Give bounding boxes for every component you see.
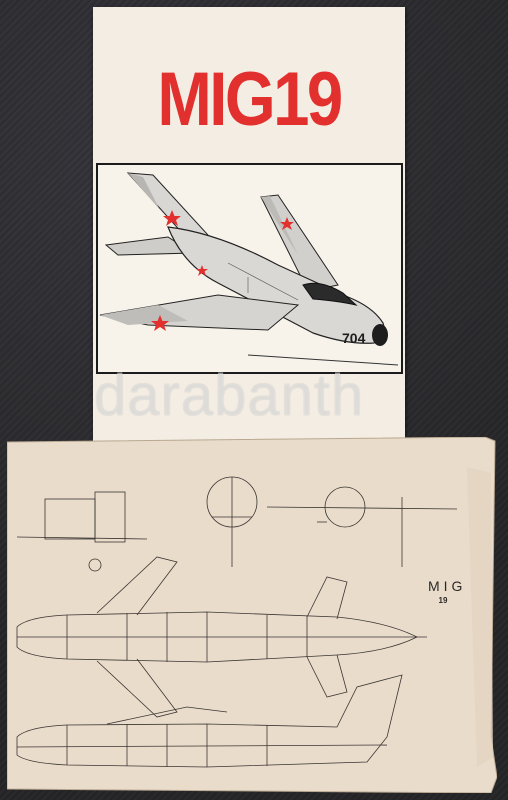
mig19-drawing: 704 <box>99 172 399 366</box>
aircraft-number: 704 <box>342 330 366 346</box>
construction-plan-sheet <box>7 437 497 793</box>
watermark: darabanth <box>94 363 365 428</box>
plan-label-number: 19 <box>438 596 448 605</box>
aircraft-illustration: 704 <box>96 163 403 374</box>
plan-sheet-label: MIG 19 <box>428 578 467 605</box>
cover-title: MIG19 <box>157 57 343 142</box>
plan-drawing <box>7 437 497 793</box>
plan-label-model: MIG <box>428 578 467 594</box>
